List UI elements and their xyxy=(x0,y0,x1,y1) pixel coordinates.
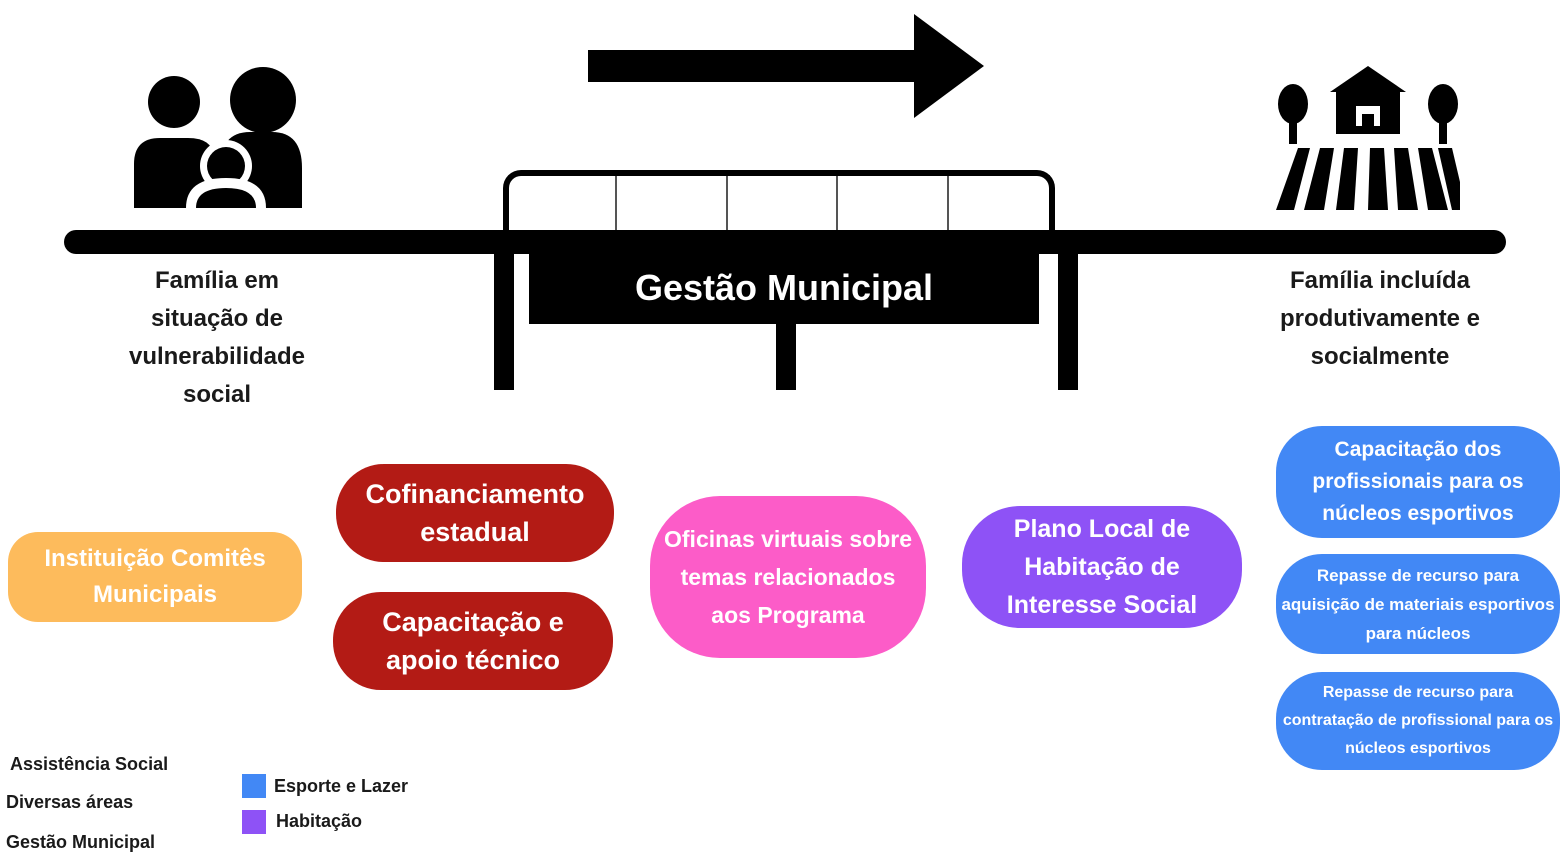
legend-swatch-esporte xyxy=(242,774,266,798)
legend-swatch-habitacao xyxy=(242,810,266,834)
cofinanciamento-label: Cofinanciamento estadual xyxy=(365,479,585,547)
bridge-railing xyxy=(503,170,1055,232)
esporte-contratacao-label: Repasse de recurso para contratação de p… xyxy=(1282,684,1554,757)
family-icon xyxy=(134,67,302,208)
capacitacao-apoio-box: Capacitação e apoio técnico xyxy=(333,592,613,690)
esporte-materiais-label: Repasse de recurso para aquisição de mat… xyxy=(1281,565,1555,643)
bridge-deck: Gestão Municipal xyxy=(529,252,1039,324)
legend: Assistência Social Diversas áreas Gestão… xyxy=(0,748,460,852)
road-line xyxy=(64,230,1506,254)
oficinas-box: Oficinas virtuais sobre temas relacionad… xyxy=(650,496,926,658)
legend-item-assistencia: Assistência Social xyxy=(10,754,169,774)
community-house-icon xyxy=(1276,66,1460,210)
end-caption: Família incluída produtivamente e social… xyxy=(1279,267,1481,370)
esporte-capacitacao-label: Capacitação dos profissionais para os nú… xyxy=(1312,438,1524,525)
legend-item-esporte: Esporte e Lazer xyxy=(274,776,409,796)
legend-item-habitacao: Habitação xyxy=(276,811,363,831)
comites-label: Instituição Comitês Municipais xyxy=(44,545,266,608)
esporte-contratacao-box: Repasse de recurso para contratação de p… xyxy=(1276,672,1560,770)
bridge-title: Gestão Municipal xyxy=(634,267,934,308)
esporte-capacitacao-box: Capacitação dos profissionais para os nú… xyxy=(1276,426,1560,538)
bridge-pillar xyxy=(1058,248,1078,390)
comites-box: Instituição Comitês Municipais xyxy=(8,532,302,622)
bridge-pillar xyxy=(776,318,796,390)
legend-item-gestao: Gestão Municipal xyxy=(6,832,156,852)
arrow-right-icon xyxy=(588,14,984,118)
esporte-materiais-box: Repasse de recurso para aquisição de mat… xyxy=(1276,554,1560,654)
plano-habitacao-label: Plano Local de Habitação de Interesse So… xyxy=(1006,515,1198,619)
plano-habitacao-box: Plano Local de Habitação de Interesse So… xyxy=(962,506,1242,628)
legend-item-diversas: Diversas áreas xyxy=(6,792,134,812)
cofinanciamento-box: Cofinanciamento estadual xyxy=(336,464,614,562)
start-caption: Família em situação de vulnerabilidade s… xyxy=(128,267,306,408)
bridge-pillar xyxy=(494,248,514,390)
oficinas-label: Oficinas virtuais sobre temas relacionad… xyxy=(664,526,912,628)
capacitacao-apoio-label: Capacitação e apoio técnico xyxy=(382,607,564,675)
